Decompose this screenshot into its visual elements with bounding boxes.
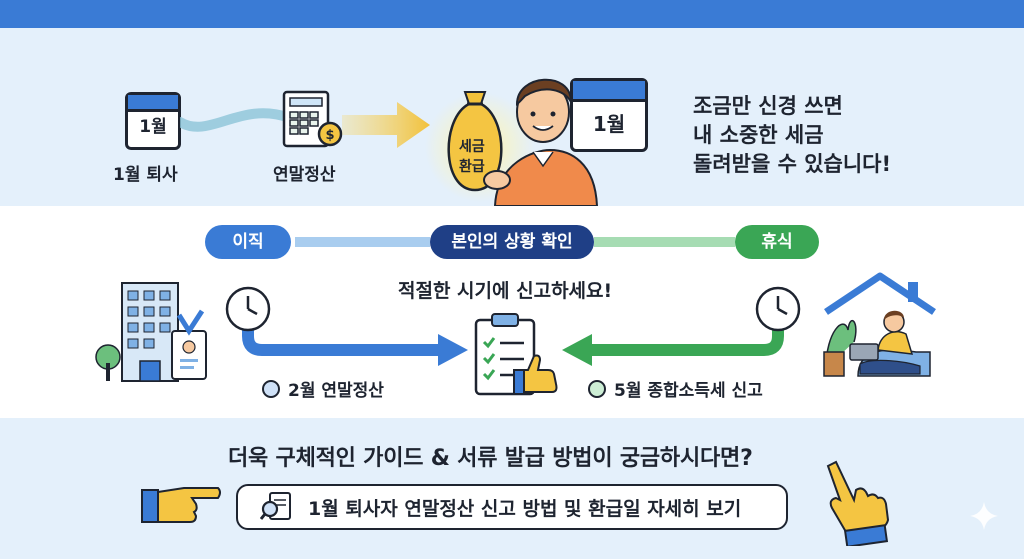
guide-detail-link-label: 1월 퇴사자 연말정산 신고 방법 및 환급일 자세히 보기 [308,497,742,520]
pill-job-change: 이직 [205,225,291,259]
calendar-icon: 1월 [570,78,648,152]
clock-icon [225,286,271,332]
small-clock-icon [588,379,606,398]
encouragement-message: 조금만 신경 쓰면 내 소중한 세금 돌려받을 수 있습니다! [693,92,891,179]
resign-label: 1월 퇴사 [113,165,178,185]
svg-text:$: $ [325,128,334,143]
pill-rest: 휴식 [735,225,819,259]
sparkle-icon [970,502,998,530]
message-line: 내 소중한 세금 [693,123,824,147]
tax-refund-character-illustration [425,78,599,206]
flow-wave-connector [180,108,290,132]
message-line: 돌려받을 수 있습니다! [693,152,892,176]
money-bag-text-tax: 세금 [459,139,485,155]
resting-at-home-illustration [823,272,936,377]
filing-timing-title: 적절한 시기에 신고하세요! [398,280,613,302]
calendar-icon: 1월 [125,92,181,150]
tax-document-icon: $ [282,90,343,148]
step-year-end-settlement: 2월 연말정산 [262,376,384,401]
situation-flow-lines [242,237,784,366]
calendar-month-text: 1월 [139,117,167,137]
pointing-hand-icon [141,487,221,523]
checklist-clipboard-icon [474,313,558,396]
flow-arrow-icon [342,102,430,148]
document-search-icon [260,492,291,520]
year-end-settlement-label: 연말정산 [273,165,336,185]
calendar-month-text: 1월 [592,112,626,136]
small-clock-icon [262,379,280,398]
message-line: 조금만 신경 쓰면 [693,94,843,118]
office-building-icon [95,282,207,382]
clock-icon [755,286,801,332]
guide-detail-link-button[interactable]: 1월 퇴사자 연말정산 신고 방법 및 환급일 자세히 보기 [236,484,788,530]
guide-question-heading: 더욱 구체적인 가이드 & 서류 발급 방법이 궁금하시다면? [228,446,753,471]
money-bag-text-refund: 환급 [459,159,485,175]
step-label: 2월 연말정산 [288,381,384,401]
tapping-hand-icon [826,460,890,546]
step-income-tax-filing: 5월 종합소득세 신고 [588,376,763,401]
step-label: 5월 종합소득세 신고 [614,381,763,401]
top-banner-bar [0,0,1024,28]
pill-check-situation: 본인의 상황 확인 [430,225,594,259]
